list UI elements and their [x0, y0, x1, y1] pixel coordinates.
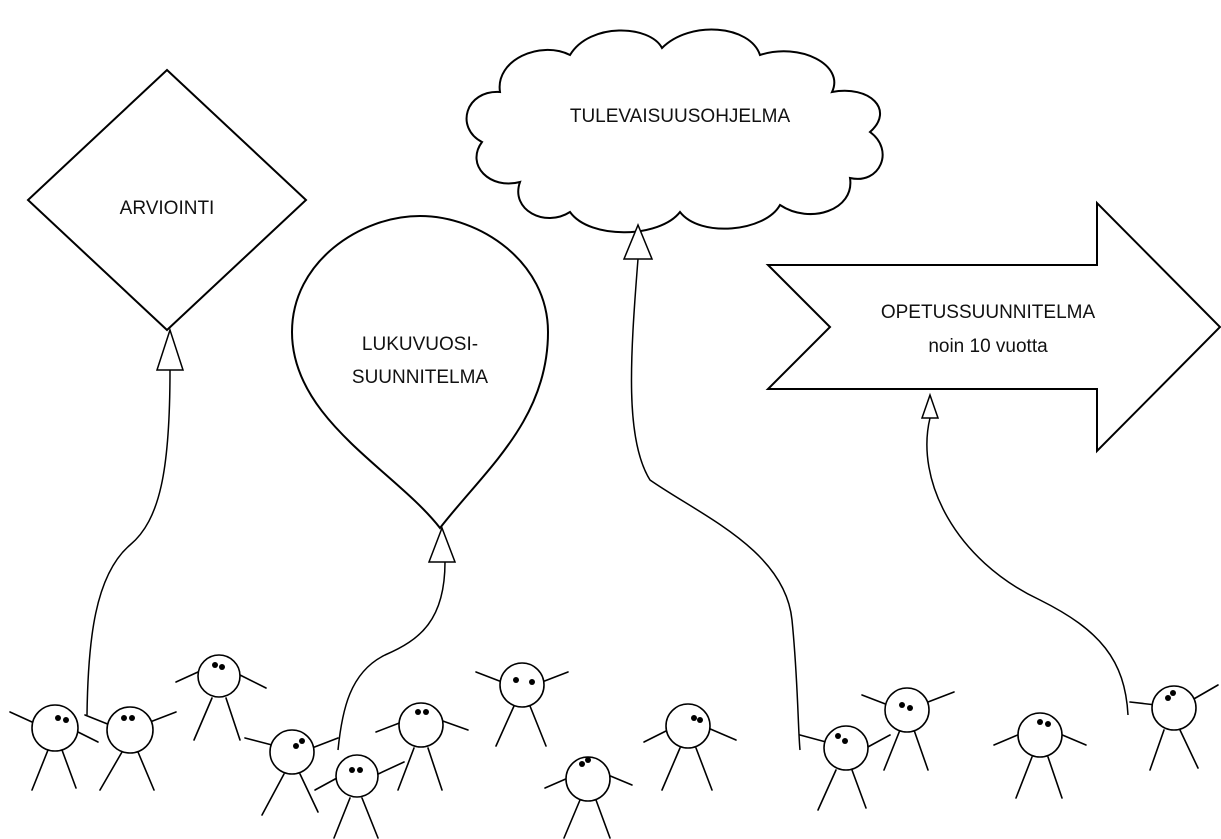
- figure-11: [861, 687, 955, 771]
- figure-5: [314, 754, 405, 839]
- figure-9: [643, 703, 737, 791]
- balloon-string: [337, 525, 457, 751]
- arrow-label-line2: noin 10 vuotta: [928, 336, 1048, 357]
- figure-8: [544, 756, 633, 839]
- figure-10: [799, 725, 891, 811]
- kite-diamond: ARVIOINTI: [26, 68, 308, 332]
- cloud: TULEVAISUUSOHJELMA: [465, 28, 884, 234]
- cloud-string: [622, 223, 801, 751]
- arrow-shape: OPETUSSUUNNITELMA noin 10 vuotta: [765, 200, 1221, 454]
- kite-string: [86, 327, 185, 716]
- figure-4: [244, 729, 339, 816]
- balloon: LUKUVUOSI- SUUNNITELMA: [290, 214, 550, 530]
- arrow-label-line1: OPETUSSUUNNITELMA: [881, 302, 1096, 323]
- kite-label: ARVIOINTI: [120, 198, 215, 219]
- balloon-label-line1: LUKUVUOSI-: [362, 334, 478, 355]
- figure-7: [475, 662, 569, 747]
- figure-1: [9, 704, 99, 791]
- cloud-label: TULEVAISUUSOHJELMA: [570, 106, 791, 127]
- balloon-label-line2: SUUNNITELMA: [352, 367, 489, 388]
- figure-6: [375, 702, 469, 791]
- figure-12: [993, 712, 1087, 799]
- figure-3: [175, 654, 267, 741]
- figure-2: [84, 706, 177, 791]
- arrow-string: [920, 392, 1129, 716]
- figure-13: [1129, 684, 1219, 771]
